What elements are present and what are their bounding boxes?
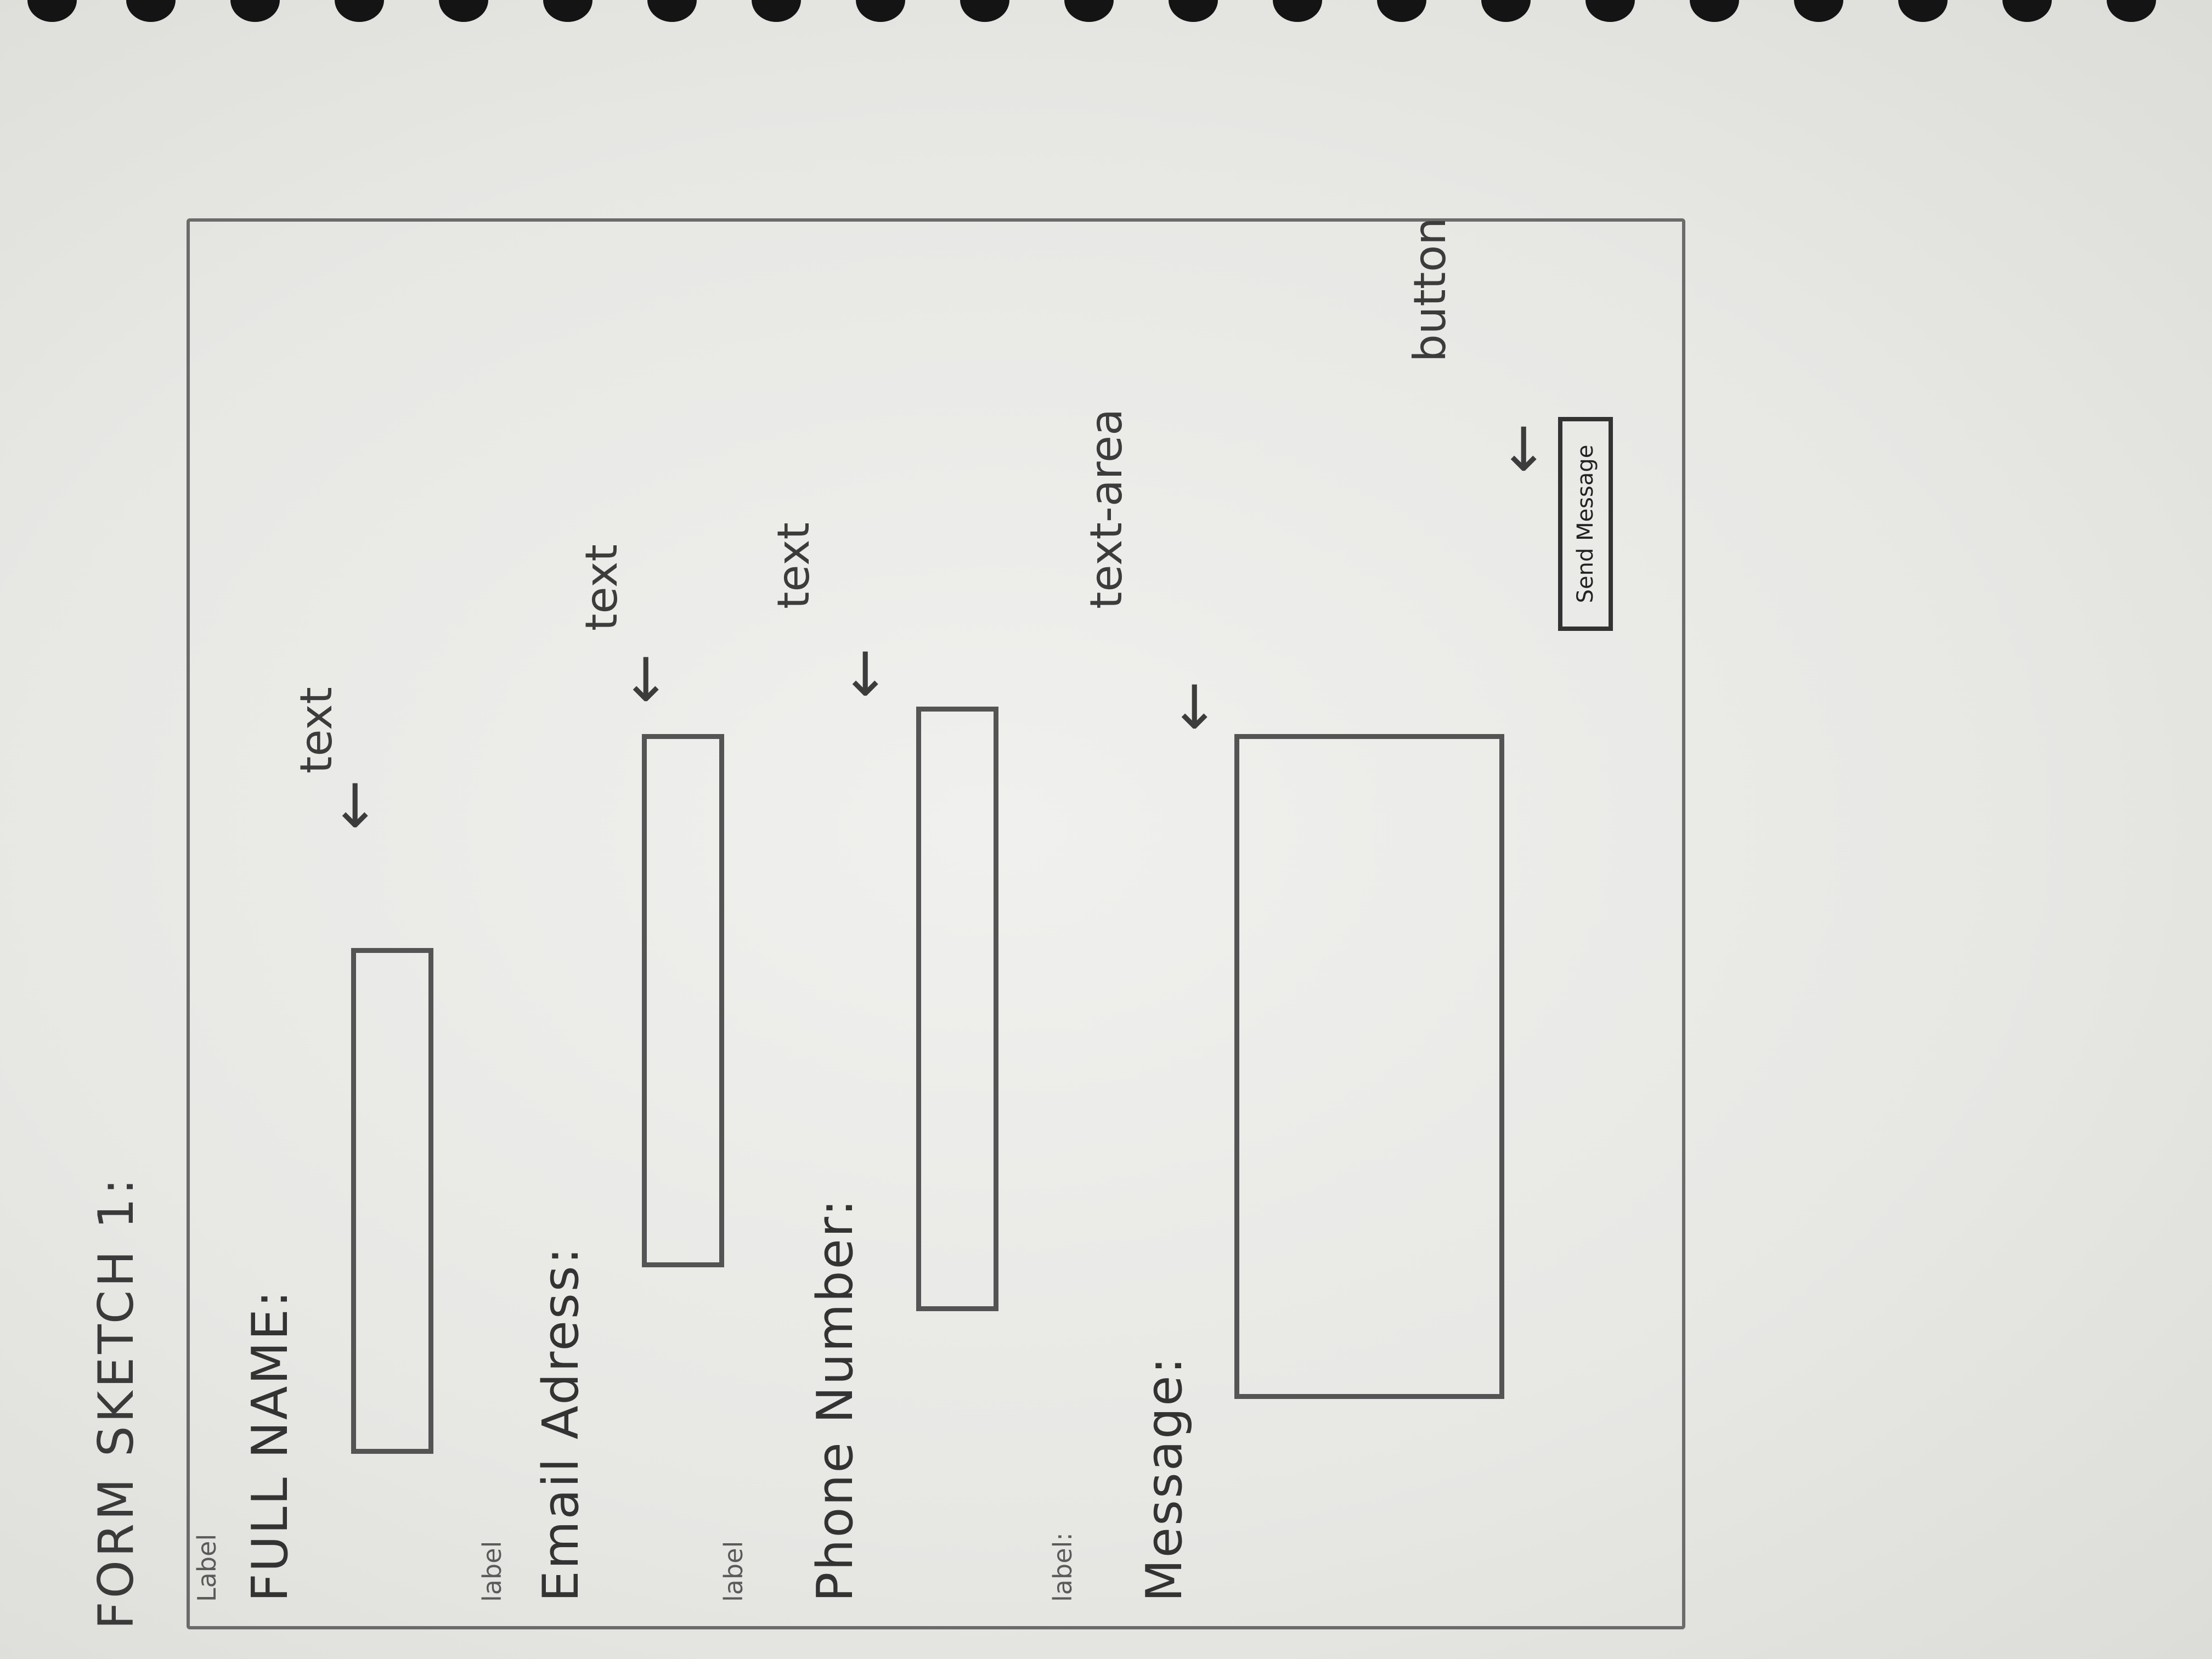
label-annotation: label: [1048,1532,1077,1602]
email-input[interactable] [642,734,724,1267]
form-sketch: FORM SKETCH 1: Label FULL NAME: text ↙ l… [5,170,2090,1651]
button-annotation: button [1404,217,1455,362]
message-textarea[interactable] [1234,734,1504,1399]
phone-input[interactable] [916,707,998,1311]
text-annotation: text [576,544,627,631]
label-annotation: label [719,1541,748,1602]
label-annotation: Label [192,1533,222,1602]
text-annotation: text [291,687,342,774]
textarea-annotation: text-area [1081,408,1132,609]
text-annotation: text [768,522,819,609]
full-name-label: FULL NAME: [241,1289,299,1602]
send-message-button[interactable]: Send Message [1558,417,1613,631]
email-label: Email Adress: [532,1246,590,1602]
sketch-title: FORM SKETCH 1: [88,1175,144,1629]
label-annotation: label [477,1541,507,1602]
message-label: Message: [1136,1356,1193,1602]
full-name-input[interactable] [351,948,433,1454]
phone-label: Phone Number: [806,1198,864,1602]
spiral-binding [0,0,2212,22]
